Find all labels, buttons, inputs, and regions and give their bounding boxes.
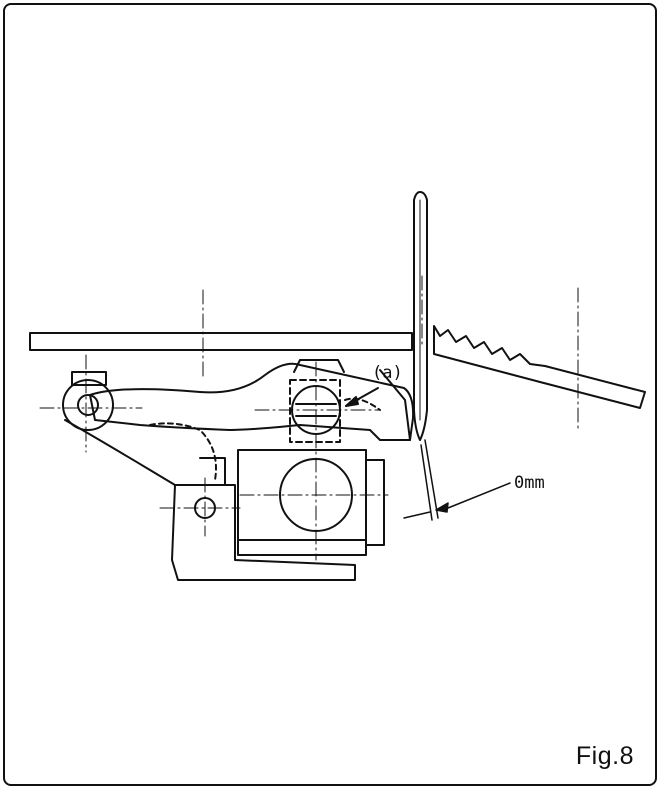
bearing-block [237,449,385,556]
set-screw-a [289,359,345,443]
centerlines [39,275,579,561]
callout-a-arrow [345,396,359,407]
callout-a-label: (a) [372,363,403,383]
pivot-boss [62,371,176,486]
figure-label: Fig.8 [575,742,634,770]
needle [413,191,428,441]
throat-plate [29,325,646,409]
dimension-label: 0mm [514,473,545,493]
looper-holder [89,362,415,481]
clearance-dimension [403,439,511,521]
figure-frame [3,3,657,786]
bracket [171,457,356,581]
